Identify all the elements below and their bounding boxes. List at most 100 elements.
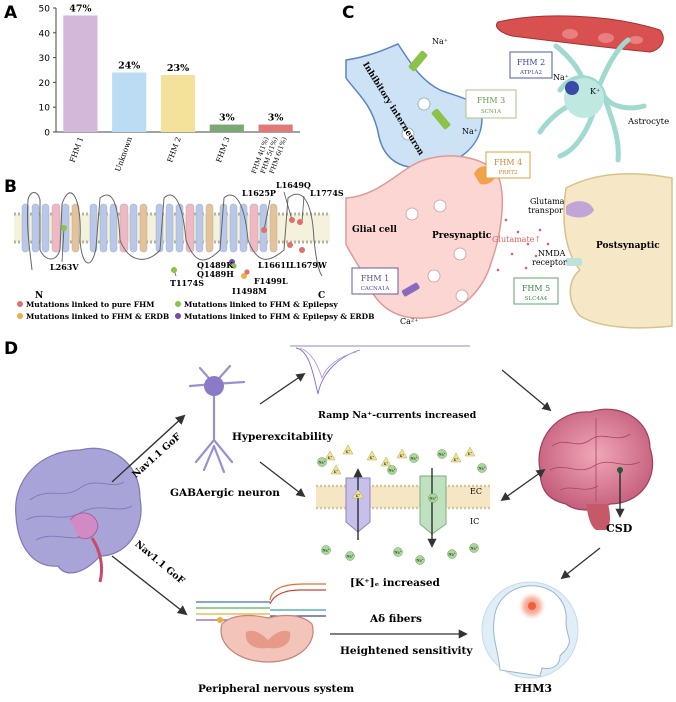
legend-swatch-pure [17, 301, 23, 307]
grey-matter [245, 630, 291, 649]
category-label: FHM 2 [165, 135, 183, 163]
sodium-ion-label: Na⁺ [438, 453, 445, 457]
helix-segment [41, 203, 50, 253]
label-fhm3: FHM3 [514, 682, 552, 695]
arrow-gof-down [111, 555, 188, 616]
helix-segment [205, 203, 214, 253]
mutation-line [61, 227, 65, 263]
legend-swatch-epilepsy [175, 301, 181, 307]
mutation-line [301, 195, 305, 223]
helix-segment [165, 203, 174, 253]
label-nmda-1: NMDA [538, 249, 566, 258]
fhm3-name: FHM 3 [477, 96, 505, 105]
mutation-label-i1498m: I1498M [232, 286, 267, 296]
astrocyte-group: Na⁺ K⁺ Astrocyte [496, 15, 669, 163]
mutation-line [283, 191, 293, 221]
helix-segment [185, 203, 195, 253]
spinal-cord [196, 583, 326, 663]
potassium-ion-channel [351, 489, 365, 499]
cerebrum-folds [549, 418, 641, 502]
neuron-processes [188, 364, 246, 474]
potassium-ion [396, 448, 408, 459]
mutation-dot-pure [299, 247, 305, 253]
fhm4-name: FHM 4 [494, 158, 522, 167]
sodium-ion-label: Na⁺ [478, 467, 485, 471]
glutamate-dot [516, 230, 520, 234]
fiber-orange [269, 583, 326, 601]
sodium-ion-label: Na⁺ [394, 551, 401, 555]
sodium-ion [437, 449, 447, 459]
label-astro-na: Na⁺ [553, 73, 569, 82]
y-tick-label: 30 [39, 54, 51, 64]
trace-ramp-2 [299, 347, 357, 380]
fhm2-name: FHM 2 [517, 58, 545, 67]
fiber-red [269, 589, 326, 605]
fhm5-badge [513, 277, 559, 305]
sodium-ion [387, 465, 397, 475]
mutation-label-l1649q: L1649Q [276, 180, 311, 190]
red-blood-cell [562, 29, 578, 39]
label-gof-lower: Nav1.1 GoF [132, 539, 186, 587]
bar [258, 124, 293, 132]
trace-ramp-1 [295, 347, 361, 395]
helix-segment [249, 203, 259, 253]
label-csd: CSD [606, 522, 633, 535]
sodium-ion-label: Na⁺ [346, 555, 353, 559]
helix-segment [119, 203, 129, 253]
glutamate-dot [504, 218, 508, 222]
red-blood-cell [598, 33, 614, 43]
interneuron-terminal [345, 43, 483, 169]
brainstem-right [586, 504, 610, 530]
label-heightened: Heightened sensitivity [340, 645, 473, 657]
label-ec: EC [470, 487, 482, 496]
sodium-channel-top [408, 50, 428, 72]
bar-value-label: 3% [219, 113, 235, 124]
sodium-ion-label: Na⁺ [388, 469, 395, 473]
terminal-c: C [318, 291, 325, 301]
fhm1-gene: CACNA1A [361, 286, 391, 292]
sodium-ion-label: Na⁺ [410, 457, 417, 461]
label-hyperexcitability: Hyperexcitability [232, 431, 334, 443]
csd-origin [617, 467, 623, 473]
brain-stem [90, 537, 104, 583]
potassium-ion-label: K⁺ [400, 454, 405, 458]
fhm1-badge [351, 267, 399, 295]
spinal-cross-section [220, 614, 314, 663]
potassium-ion-label: K⁺ [384, 462, 389, 466]
category-label: FHM 3 [214, 135, 232, 163]
glutamate-dot [496, 268, 500, 272]
legend-swatch-all [175, 313, 181, 319]
potassium-ion-label: K⁺ [346, 450, 351, 454]
helix-segment [129, 203, 138, 253]
mutation-label-t1174s: T1174S [170, 278, 204, 288]
mutation-legend: Mutations linked to pure FHM Mutations l… [17, 300, 374, 321]
sodium-ion [447, 549, 457, 559]
potassium-ion-label: K⁺ [334, 470, 339, 474]
sodium-ion [415, 555, 425, 565]
bar-value-label: 24% [118, 60, 140, 71]
helix-segment [175, 203, 184, 253]
mutation-label-l263v: L263V [50, 262, 79, 272]
potassium-ion-label: K⁺ [468, 452, 473, 456]
glutamate-dot [510, 252, 514, 256]
label-glutamate-transporter-1: Glutamate [530, 197, 573, 206]
y-tick-label: 40 [39, 29, 51, 39]
label-pns: Peripheral nervous system [198, 683, 354, 695]
astrocyte-body [537, 37, 647, 163]
panel-label-a: A [4, 3, 18, 23]
mutation-dot-pure [289, 217, 295, 223]
mutation-label-q1489h: Q1489H [197, 269, 234, 279]
vesicle [455, 289, 469, 303]
glutamate-dot [526, 242, 530, 246]
head-circle [481, 581, 579, 679]
mutation-dot-erdb [241, 273, 247, 279]
arrow-gof-up [111, 414, 186, 483]
neuron-soma [204, 376, 224, 396]
fhm1-name: FHM 1 [361, 274, 389, 283]
sodium-ion-label: Na⁺ [416, 559, 423, 563]
label-astrocyte: Astrocyte [627, 117, 669, 127]
bar [160, 74, 196, 132]
vesicle [427, 269, 441, 283]
y-tick-label: 0 [44, 129, 50, 139]
